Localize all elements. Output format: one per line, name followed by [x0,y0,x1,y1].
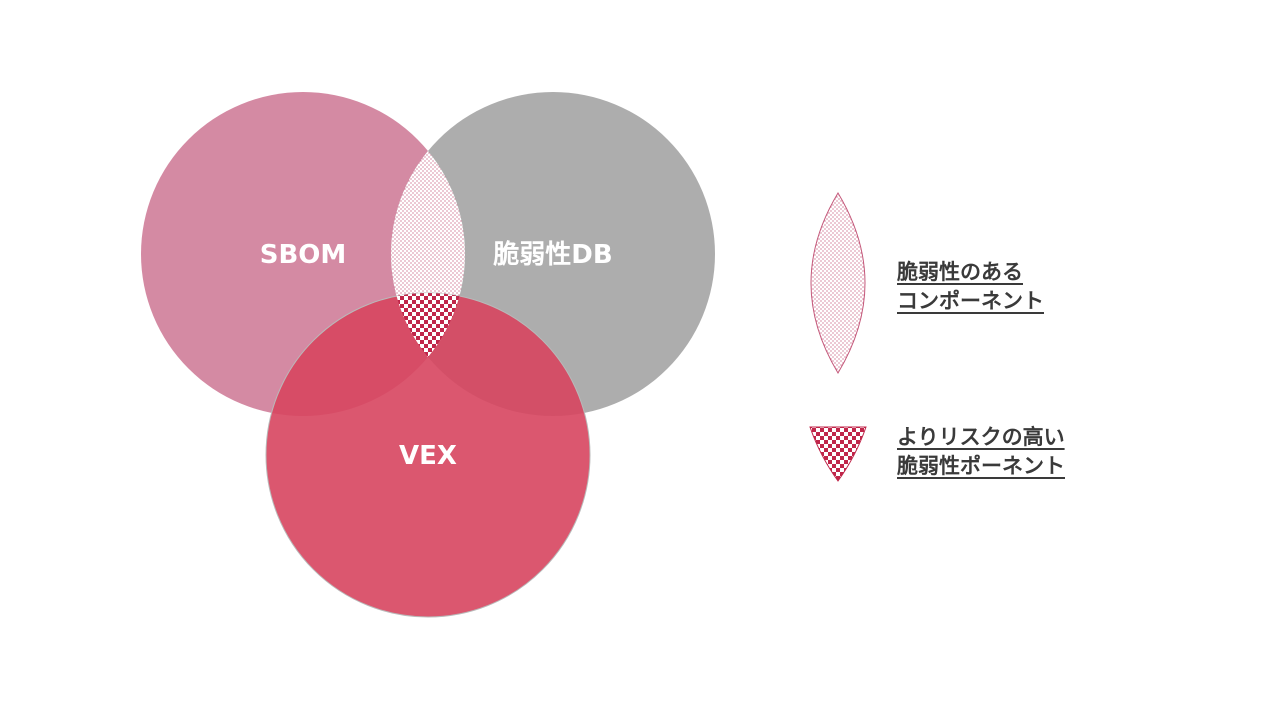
legend-high-risk-line-1: よりリスクの高い [897,425,1065,449]
legend-vulnerable-label: 脆弱性のある コンポーネント [897,258,1044,316]
legend-high-risk-swatch [809,426,867,482]
legend-vulnerable-line-2: コンポーネント [897,289,1044,313]
sbom-label: SBOM [260,240,347,270]
legend-vulnerable-swatch [810,192,866,374]
legend-high-risk-line-2: 脆弱性ポーネント [897,454,1065,478]
vex-label: VEX [399,441,457,471]
legend-high-risk-label: よりリスクの高い 脆弱性ポーネント [897,423,1065,481]
vulnerability-db-label: 脆弱性DB [493,239,612,270]
legend-vulnerable-line-1: 脆弱性のある [897,260,1023,284]
